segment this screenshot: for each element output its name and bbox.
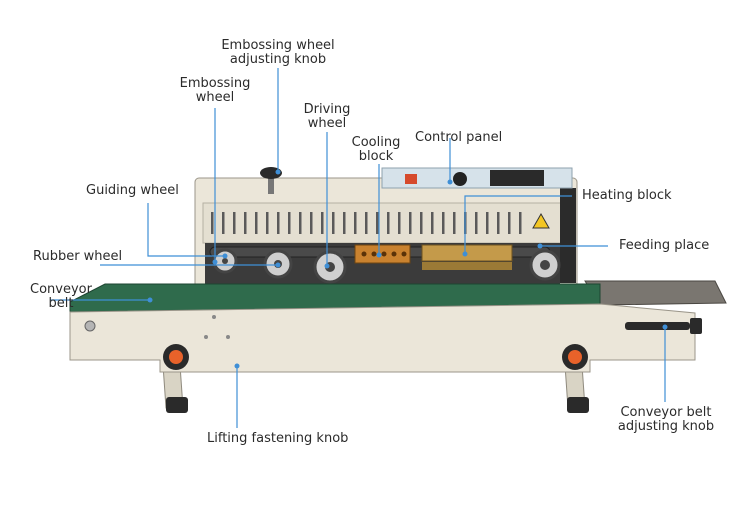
leader-heating-block: [464, 195, 572, 254]
mechanism-band: [205, 243, 561, 288]
conveyor-belt-surface: [69, 283, 601, 313]
lifting-knob-right: [562, 344, 588, 370]
screw-icon: [84, 320, 96, 332]
machine-legs: [162, 364, 589, 413]
label-lifting-knob: Lifting fastening knob: [207, 431, 349, 446]
leader-dots: [147, 169, 668, 369]
label-control-panel: Control panel: [415, 130, 503, 145]
feeding-plate: [584, 280, 727, 306]
control-panel-graphic: [381, 167, 573, 189]
label-rubber-wheel: Rubber wheel: [33, 249, 123, 264]
lifting-knob-left: [163, 344, 189, 370]
conveyor-base: [69, 303, 696, 373]
leader-guiding-wheel: [147, 203, 225, 257]
leader-lines: [50, 68, 666, 428]
label-heating-block: Heating block: [582, 188, 672, 203]
vent-slots: [211, 212, 522, 234]
adjust-slot: [625, 322, 690, 330]
label-feeding-place: Feeding place: [619, 238, 710, 253]
warning-sign-icon: [532, 212, 550, 229]
label-guiding-wheel: Guiding wheel: [86, 183, 179, 198]
